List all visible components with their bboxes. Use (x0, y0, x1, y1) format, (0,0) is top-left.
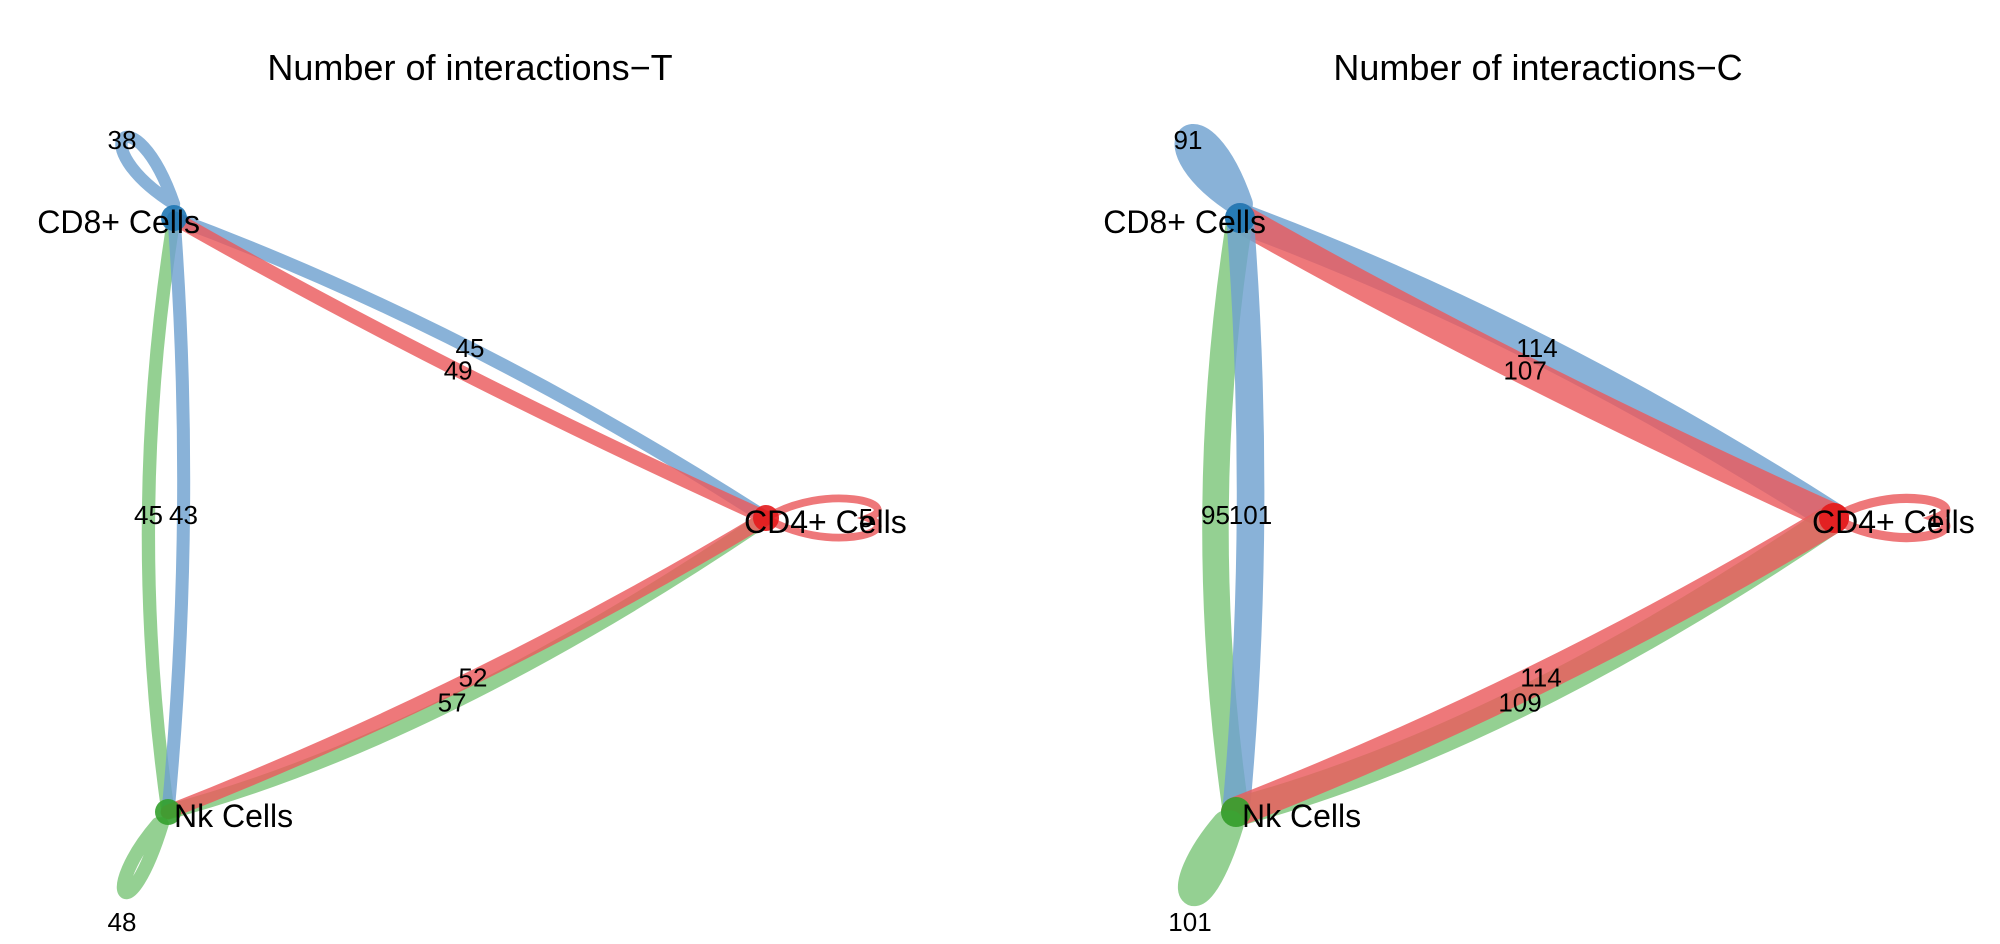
node-label-cd8: CD8+ Cells (1103, 204, 1266, 240)
edge-value-label: 1 (1927, 503, 1941, 533)
edge-value-label: 107 (1503, 356, 1546, 386)
node-layer (155, 205, 779, 825)
edge-cd8-to-nk (1222, 204, 1265, 826)
edge-value-label: 114 (1516, 333, 1557, 363)
edge-value-label: 101 (1229, 500, 1272, 530)
edge-value-label: 57 (438, 688, 467, 718)
edge-cd8-to-cd8 (1174, 124, 1253, 217)
panel-c: Number of interactions−C 911141079510110… (1103, 47, 1974, 937)
edge-cd4-to-nk (160, 510, 774, 820)
edge-layer (1174, 124, 1951, 906)
edge-cd8-to-cd8 (115, 130, 181, 211)
edge-cd4-to-cd4 (1829, 493, 1951, 543)
edge-value-label: 101 (1168, 907, 1211, 937)
edge-value-label: 95 (1201, 500, 1230, 530)
edge-cd8-to-nk (161, 211, 191, 819)
edge-value-label: 5 (859, 503, 873, 533)
node-cd4 (753, 505, 779, 531)
edge-value-label: 52 (459, 663, 488, 693)
node-label-cd4: CD4+ Cells (1812, 504, 1975, 540)
node-label-cd4: CD4+ Cells (744, 504, 907, 540)
edge-value-label: 114 (1520, 663, 1561, 693)
node-nk (155, 799, 181, 825)
edge-cd4-to-cd4 (762, 494, 882, 542)
node-label-nk: Nk Cells (174, 798, 293, 834)
edge-nk-to-cd8 (141, 211, 181, 819)
edge-cd8-to-cd4 (167, 211, 773, 525)
edge-value-label: 49 (444, 356, 473, 386)
node-cd4 (1819, 503, 1849, 533)
edge-cd4-to-cd8 (167, 211, 773, 525)
edge-value-label: 38 (108, 125, 137, 155)
edge-value-label: 43 (169, 500, 198, 530)
edge-nk-to-nk (1177, 810, 1244, 906)
edge-value-label: 45 (134, 500, 163, 530)
panel-t-title: Number of interactions−T (267, 47, 672, 88)
edge-value-label: 109 (1498, 688, 1541, 718)
edge-layer (115, 130, 882, 900)
node-layer (1221, 203, 1849, 827)
edge-nk-to-nk (116, 817, 169, 900)
edge-cd4-to-cd8 (1225, 203, 1849, 533)
node-label-cd8: CD8+ Cells (37, 204, 200, 240)
edge-value-label: 91 (1174, 125, 1203, 155)
node-nk (1221, 797, 1251, 827)
edge-value-label: 45 (456, 333, 485, 363)
node-cd8 (1225, 203, 1255, 233)
node-label-nk: Nk Cells (1242, 798, 1361, 834)
node-cd8 (161, 205, 187, 231)
edge-cd4-to-nk (1221, 503, 1849, 827)
edge-value-label: 48 (108, 907, 137, 937)
panel-c-title: Number of interactions−C (1333, 47, 1742, 88)
edge-nk-to-cd8 (1202, 204, 1254, 826)
